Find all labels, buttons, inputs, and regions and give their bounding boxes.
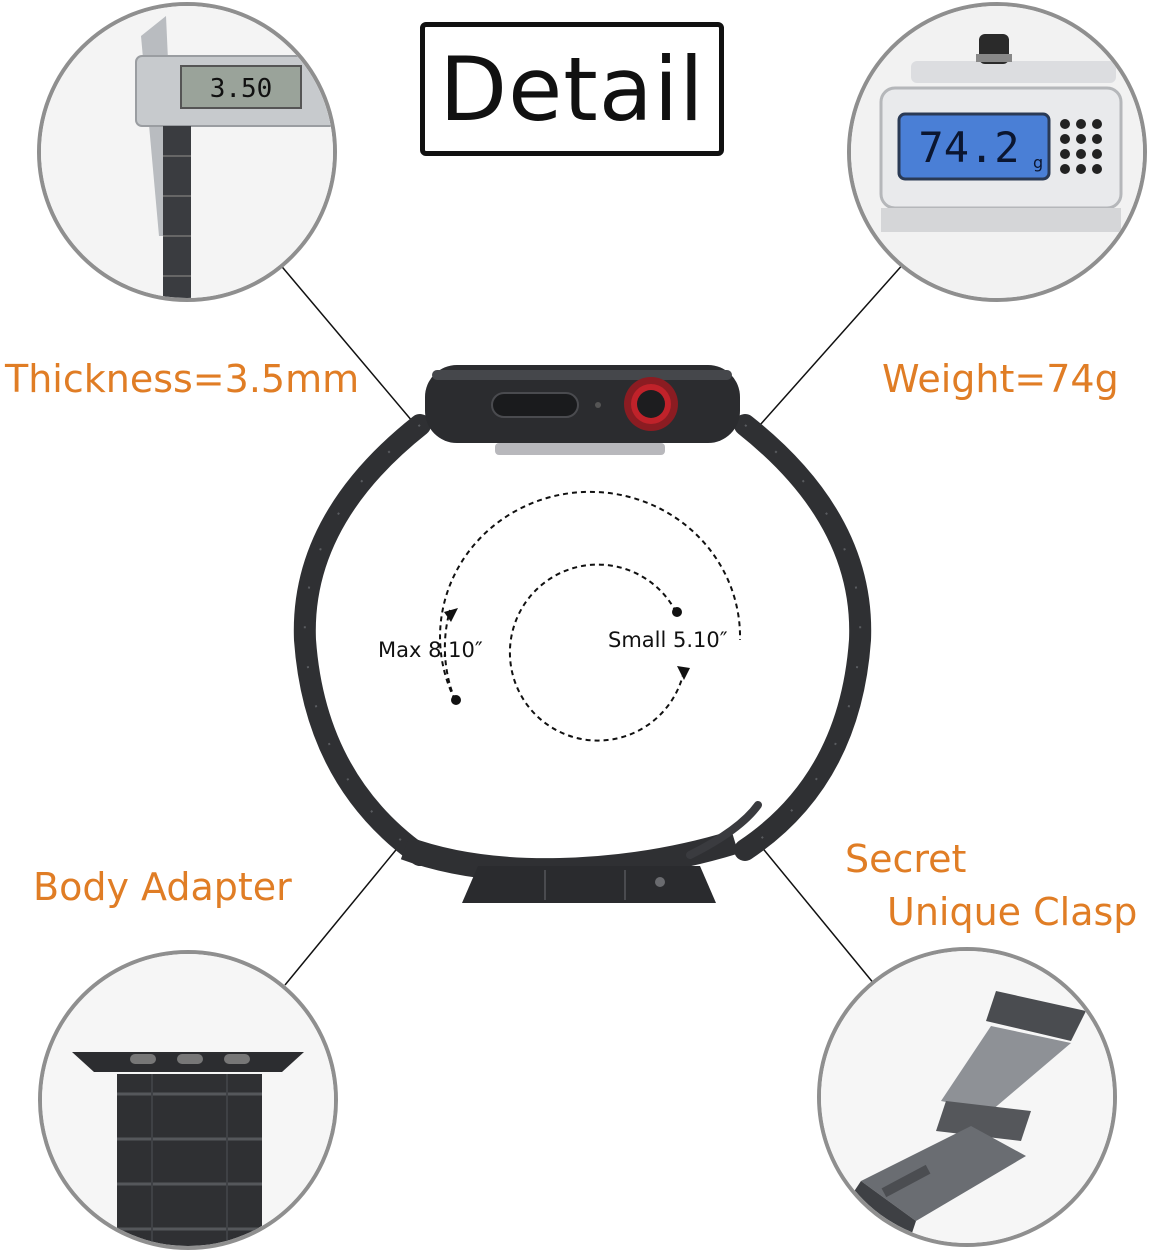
caliper-display <box>180 65 302 109</box>
max-arrow-head <box>444 608 458 622</box>
band-left-links <box>293 414 431 866</box>
svg-text:74.2: 74.2 <box>918 123 1019 172</box>
small-size-label: Small 5.10″ <box>608 628 728 652</box>
page-title: Detail <box>420 22 724 156</box>
svg-text:3.50: 3.50 <box>210 74 273 104</box>
small-arrow-head <box>677 666 690 680</box>
svg-text:g: g <box>1033 153 1043 172</box>
body-adapter-label: Body Adapter <box>33 865 292 909</box>
clasp-lever <box>686 801 762 859</box>
connector-line-adapter <box>284 844 401 986</box>
clasp-detail-circle <box>817 947 1117 1247</box>
max-arrow-start <box>451 695 461 705</box>
thickness-label: Thickness=3.5mm <box>5 357 360 401</box>
connector-line-thickness <box>277 261 419 429</box>
weight-label: Weight=74g <box>882 357 1119 401</box>
max-size-arc <box>439 490 742 701</box>
small-size-arc <box>508 563 684 742</box>
small-arrow-start <box>672 607 682 617</box>
band-bottom <box>400 830 739 883</box>
max-size-label: Max 8.10″ <box>378 638 483 662</box>
scale-display <box>897 112 1051 181</box>
adapter-detail-circle <box>38 950 338 1250</box>
clasp-label-line1: Secret <box>845 837 967 881</box>
caliper-detail-circle: 3.50 <box>37 2 337 302</box>
scale-detail-circle: 74.2 g <box>847 2 1147 302</box>
connector-line-clasp <box>759 844 876 986</box>
clasp-label-line2: Unique Clasp <box>887 890 1138 934</box>
band-right-links <box>734 414 872 861</box>
clasp-plate <box>462 866 716 903</box>
side-button <box>491 392 579 418</box>
connector-line-weight <box>759 261 906 426</box>
watch-back-sensor <box>495 443 665 455</box>
